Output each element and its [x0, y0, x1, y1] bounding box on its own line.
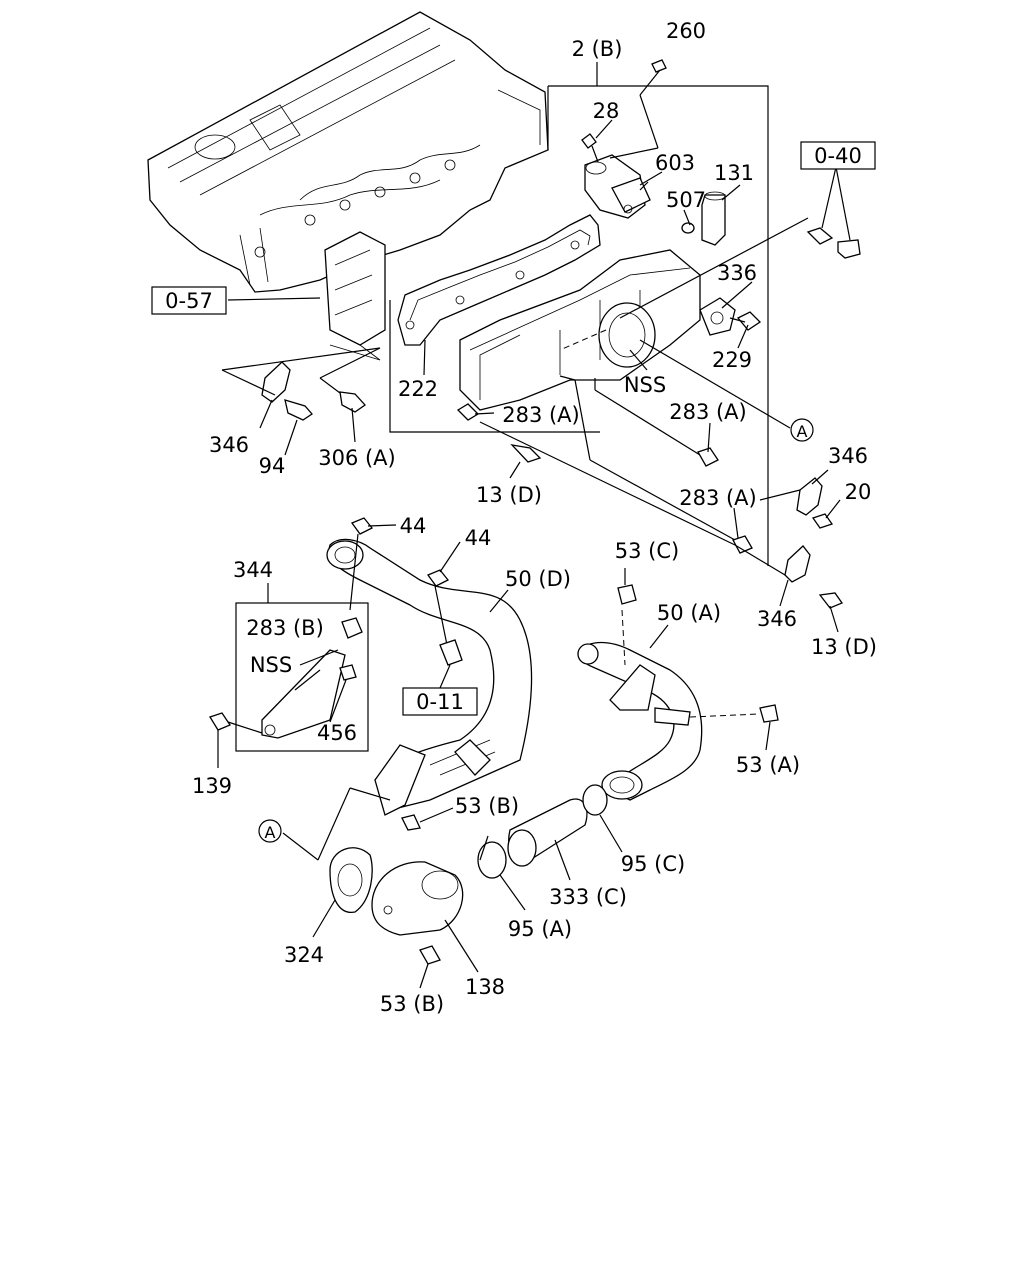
label-344: 344: [233, 558, 273, 582]
label-28: 28: [593, 99, 620, 123]
label-53b-2: 53 (B): [380, 992, 444, 1016]
engine-head-drawing: [147, 11, 549, 361]
egr-valve-drawing: [584, 154, 651, 219]
label-13d-2: 13 (D): [811, 635, 877, 659]
ref-box-0-57[interactable]: 0-57: [151, 286, 227, 315]
label-13d-1: 13 (D): [476, 483, 542, 507]
label-95a: 95 (A): [508, 917, 572, 941]
pipe-50d-drawing: [326, 538, 533, 816]
ref-0-57-label: 0-57: [165, 289, 213, 313]
label-507: 507: [666, 188, 706, 212]
hose-clamps-drawing: [477, 784, 608, 879]
label-346-3: 346: [757, 607, 797, 631]
bracket-344-frame: [235, 583, 369, 752]
label-53c: 53 (C): [615, 539, 679, 563]
label-nss-bracket: NSS: [250, 653, 292, 677]
label-20: 20: [845, 480, 872, 504]
label-50a: 50 (A): [657, 601, 721, 625]
label-53a: 53 (A): [736, 753, 800, 777]
label-138: 138: [465, 975, 505, 999]
label-95c: 95 (C): [621, 852, 685, 876]
flange-138-drawing: [282, 787, 464, 965]
bolt-139-drawing: [209, 712, 263, 734]
label-94: 94: [259, 454, 286, 478]
ref-0-40-label: 0-40: [814, 144, 862, 168]
leader-lines: [217, 119, 841, 989]
ref-box-0-40[interactable]: 0-40: [800, 141, 876, 170]
label-260: 260: [666, 19, 706, 43]
label-139: 139: [192, 774, 232, 798]
sensor-260-drawing: [609, 59, 667, 159]
label-603: 603: [655, 151, 695, 175]
label-222: 222: [398, 377, 438, 401]
label-456: 456: [317, 721, 357, 745]
label-283b: 283 (B): [246, 616, 324, 640]
label-44-1: 44: [400, 514, 427, 538]
bracket-346-left-drawing: [221, 347, 381, 421]
label-283a-2: 283 (A): [669, 400, 747, 424]
label-nss-top: NSS: [624, 373, 666, 397]
label-306a: 306 (A): [318, 446, 396, 470]
brackets-346-right-drawing: [759, 477, 843, 609]
label-283a-1: 283 (A): [502, 403, 580, 427]
callout-a-right: A: [790, 418, 814, 442]
label-53b-1: 53 (B): [455, 794, 519, 818]
callout-a-left-letter: A: [265, 823, 276, 842]
label-283a-3: 283 (A): [679, 486, 757, 510]
pipe-50a-drawing: [577, 584, 779, 801]
callout-a-left: A: [258, 819, 282, 843]
callout-a-right-letter: A: [797, 422, 808, 441]
spacers-283a-drawing: [456, 329, 791, 579]
nuts-44-drawing: [349, 517, 463, 689]
label-324: 324: [284, 943, 324, 967]
label-229: 229: [712, 348, 752, 372]
label-336: 336: [717, 261, 757, 285]
bolt-28-drawing: [581, 133, 599, 163]
label-131: 131: [714, 161, 754, 185]
label-50d: 50 (D): [505, 567, 571, 591]
label-346-2: 346: [828, 444, 868, 468]
label-44-2: 44: [465, 526, 492, 550]
egr-cooler-drawing: [459, 191, 762, 411]
part-labels: 260 2 (B) 28 603 131 507 336 229 NSS 222…: [192, 19, 877, 1016]
ref-box-0-11[interactable]: 0-11: [402, 687, 478, 716]
label-346-1: 346: [209, 433, 249, 457]
label-2b: 2 (B): [572, 37, 623, 61]
gasket-222-drawing: [397, 214, 601, 346]
label-333c: 333 (C): [549, 885, 627, 909]
clip-0-40-drawing: [619, 166, 861, 319]
ref-0-11-label: 0-11: [416, 690, 464, 714]
egr-assembly-frame: [389, 62, 769, 566]
